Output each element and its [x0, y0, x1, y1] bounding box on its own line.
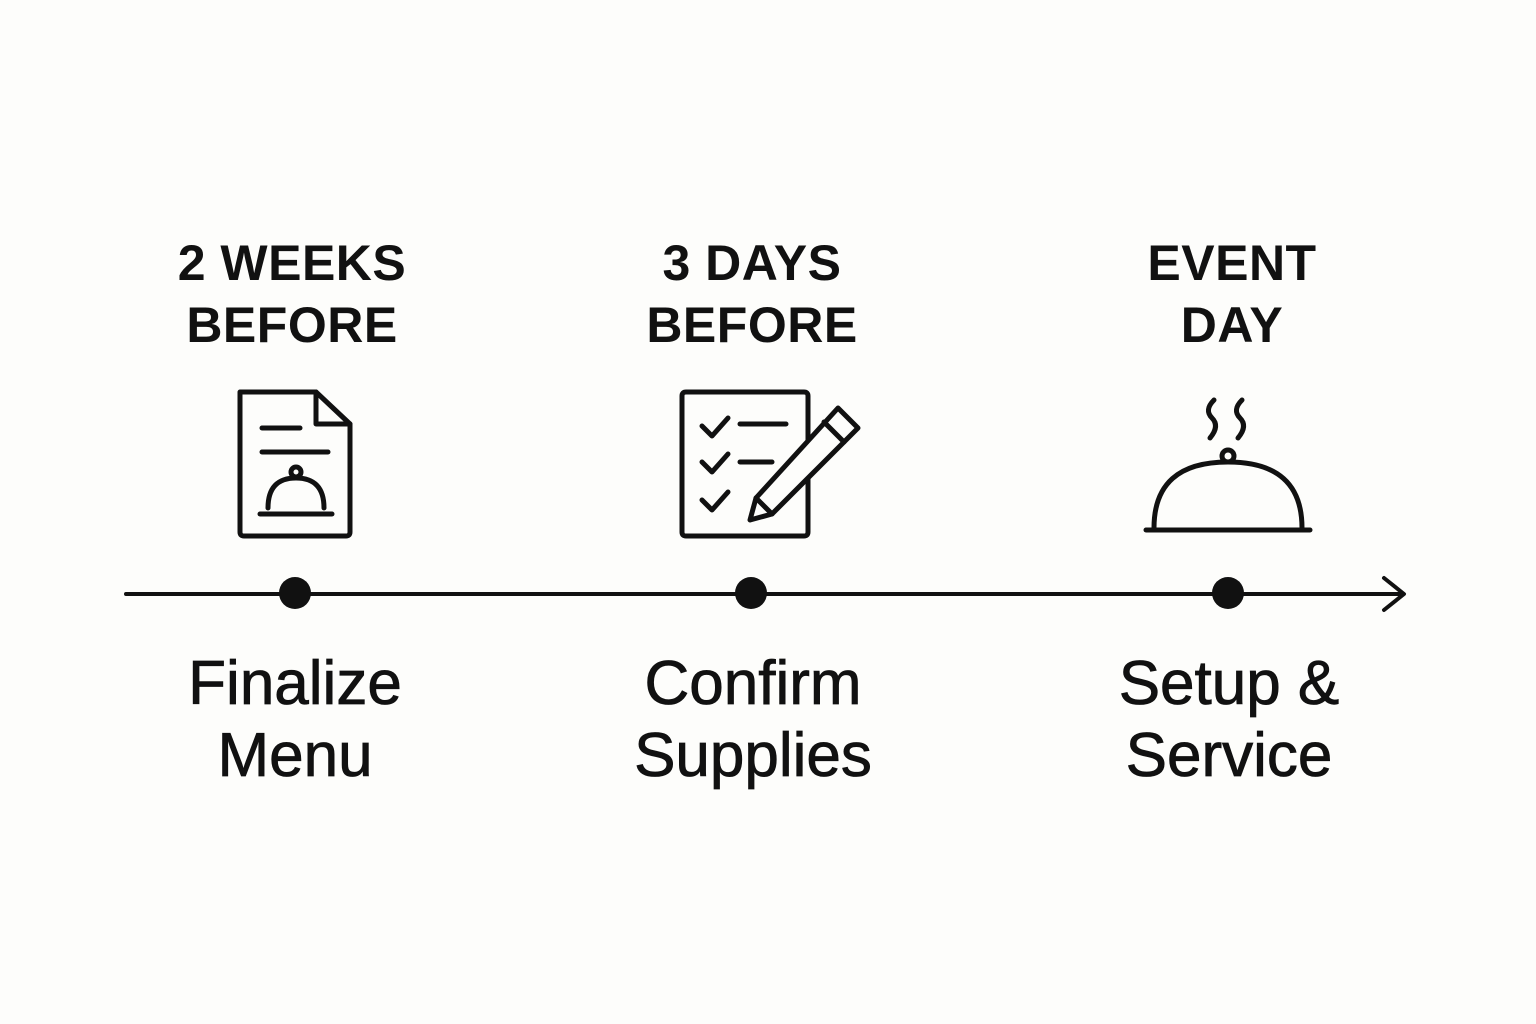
milestone-task-label: Setup & Service — [1118, 649, 1340, 791]
milestone-task-label: Finalize Menu — [188, 649, 402, 791]
milestone-task-label: Confirm Supplies — [634, 649, 873, 791]
milestone-time-label: EVENT DAY — [1147, 235, 1317, 353]
serving-cloche-icon — [1143, 397, 1313, 533]
menu-document-icon — [237, 389, 353, 539]
timeline-dot-2 — [735, 577, 767, 609]
milestone-time-label: 2 WEEKS BEFORE — [177, 235, 407, 353]
checklist-pencil-icon — [679, 389, 861, 539]
timeline-arrowhead — [1382, 576, 1406, 612]
timeline-dot-1 — [279, 577, 311, 609]
milestone-time-label: 3 DAYS BEFORE — [646, 235, 858, 353]
timeline-dot-3 — [1212, 577, 1244, 609]
